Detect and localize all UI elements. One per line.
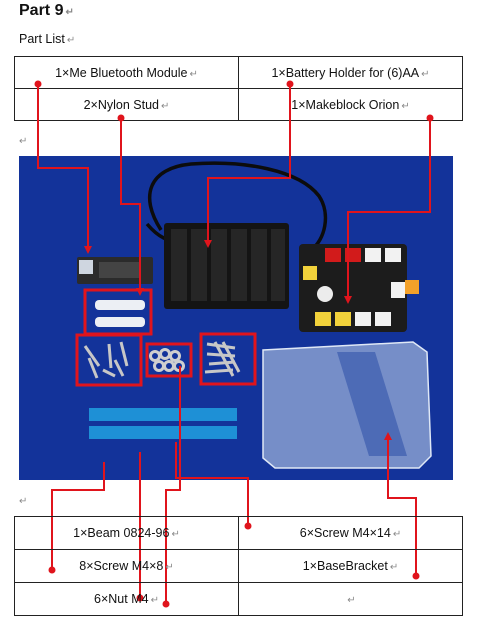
battery-holder-image bbox=[191, 229, 207, 301]
orion-board-image bbox=[355, 312, 371, 326]
paragraph-mark: ↵ bbox=[19, 496, 28, 507]
screws-m4x8-image bbox=[83, 341, 129, 379]
table-cell: 1×Makeblock Orion↵ bbox=[238, 88, 463, 121]
paragraph-mark: ↵ bbox=[19, 136, 28, 147]
battery-holder-image bbox=[271, 229, 285, 301]
orion-board-image bbox=[325, 248, 341, 262]
orion-board-image bbox=[385, 248, 401, 262]
page-title: Part 9↵ bbox=[19, 2, 74, 19]
orion-board-image bbox=[303, 266, 317, 280]
table-cell: 2×Nylon Stud↵ bbox=[14, 88, 239, 121]
table-row: 1×Me Bluetooth Module↵ 1×Battery Holder … bbox=[14, 56, 463, 89]
part-list-heading: Part List↵ bbox=[19, 32, 76, 46]
table-cell: 1×Me Bluetooth Module↵ bbox=[14, 56, 239, 89]
part-list-table-bottom: 1×Beam 0824-96↵ 6×Screw M4×14↵ 8×Screw M… bbox=[14, 516, 463, 616]
bluetooth-module-image bbox=[79, 260, 93, 274]
beam-image bbox=[89, 426, 237, 439]
orion-board-image bbox=[391, 282, 405, 298]
parts-photo bbox=[19, 156, 453, 480]
orion-board-image bbox=[317, 286, 333, 302]
table-row: 6×Nut M4↵ ↵ bbox=[14, 582, 463, 616]
base-bracket-image bbox=[337, 352, 407, 456]
orion-board-image bbox=[315, 312, 331, 326]
table-row: 8×Screw M4×8↵ 1×BaseBracket↵ bbox=[14, 549, 463, 583]
table-cell: 6×Nut M4↵ bbox=[14, 582, 239, 616]
table-cell: 1×BaseBracket↵ bbox=[238, 549, 463, 583]
table-cell: 1×Beam 0824-96↵ bbox=[14, 516, 239, 550]
table-cell: ↵ bbox=[238, 582, 463, 616]
battery-holder-image bbox=[231, 229, 247, 301]
battery-holder-image bbox=[251, 229, 267, 301]
nylon-stud-image bbox=[95, 300, 145, 310]
screws-m4x14-image bbox=[204, 341, 241, 377]
orion-board-image bbox=[375, 312, 391, 326]
table-row: 2×Nylon Stud↵ 1×Makeblock Orion↵ bbox=[14, 88, 463, 121]
bluetooth-module-image bbox=[99, 262, 139, 278]
battery-holder-image bbox=[211, 229, 227, 301]
table-cell: 8×Screw M4×8↵ bbox=[14, 549, 239, 583]
nylon-stud-image bbox=[95, 317, 145, 327]
table-cell: 1×Battery Holder for (6)AA↵ bbox=[238, 56, 463, 89]
battery-holder-image bbox=[171, 229, 187, 301]
orion-board-image bbox=[335, 312, 351, 326]
part-list-table-top: 1×Me Bluetooth Module↵ 1×Battery Holder … bbox=[14, 56, 463, 121]
beam-image bbox=[89, 408, 237, 421]
orion-board-image bbox=[365, 248, 381, 262]
table-row: 1×Beam 0824-96↵ 6×Screw M4×14↵ bbox=[14, 516, 463, 550]
table-cell: 6×Screw M4×14↵ bbox=[238, 516, 463, 550]
orion-board-image bbox=[345, 248, 361, 262]
orion-board-image bbox=[405, 280, 419, 294]
